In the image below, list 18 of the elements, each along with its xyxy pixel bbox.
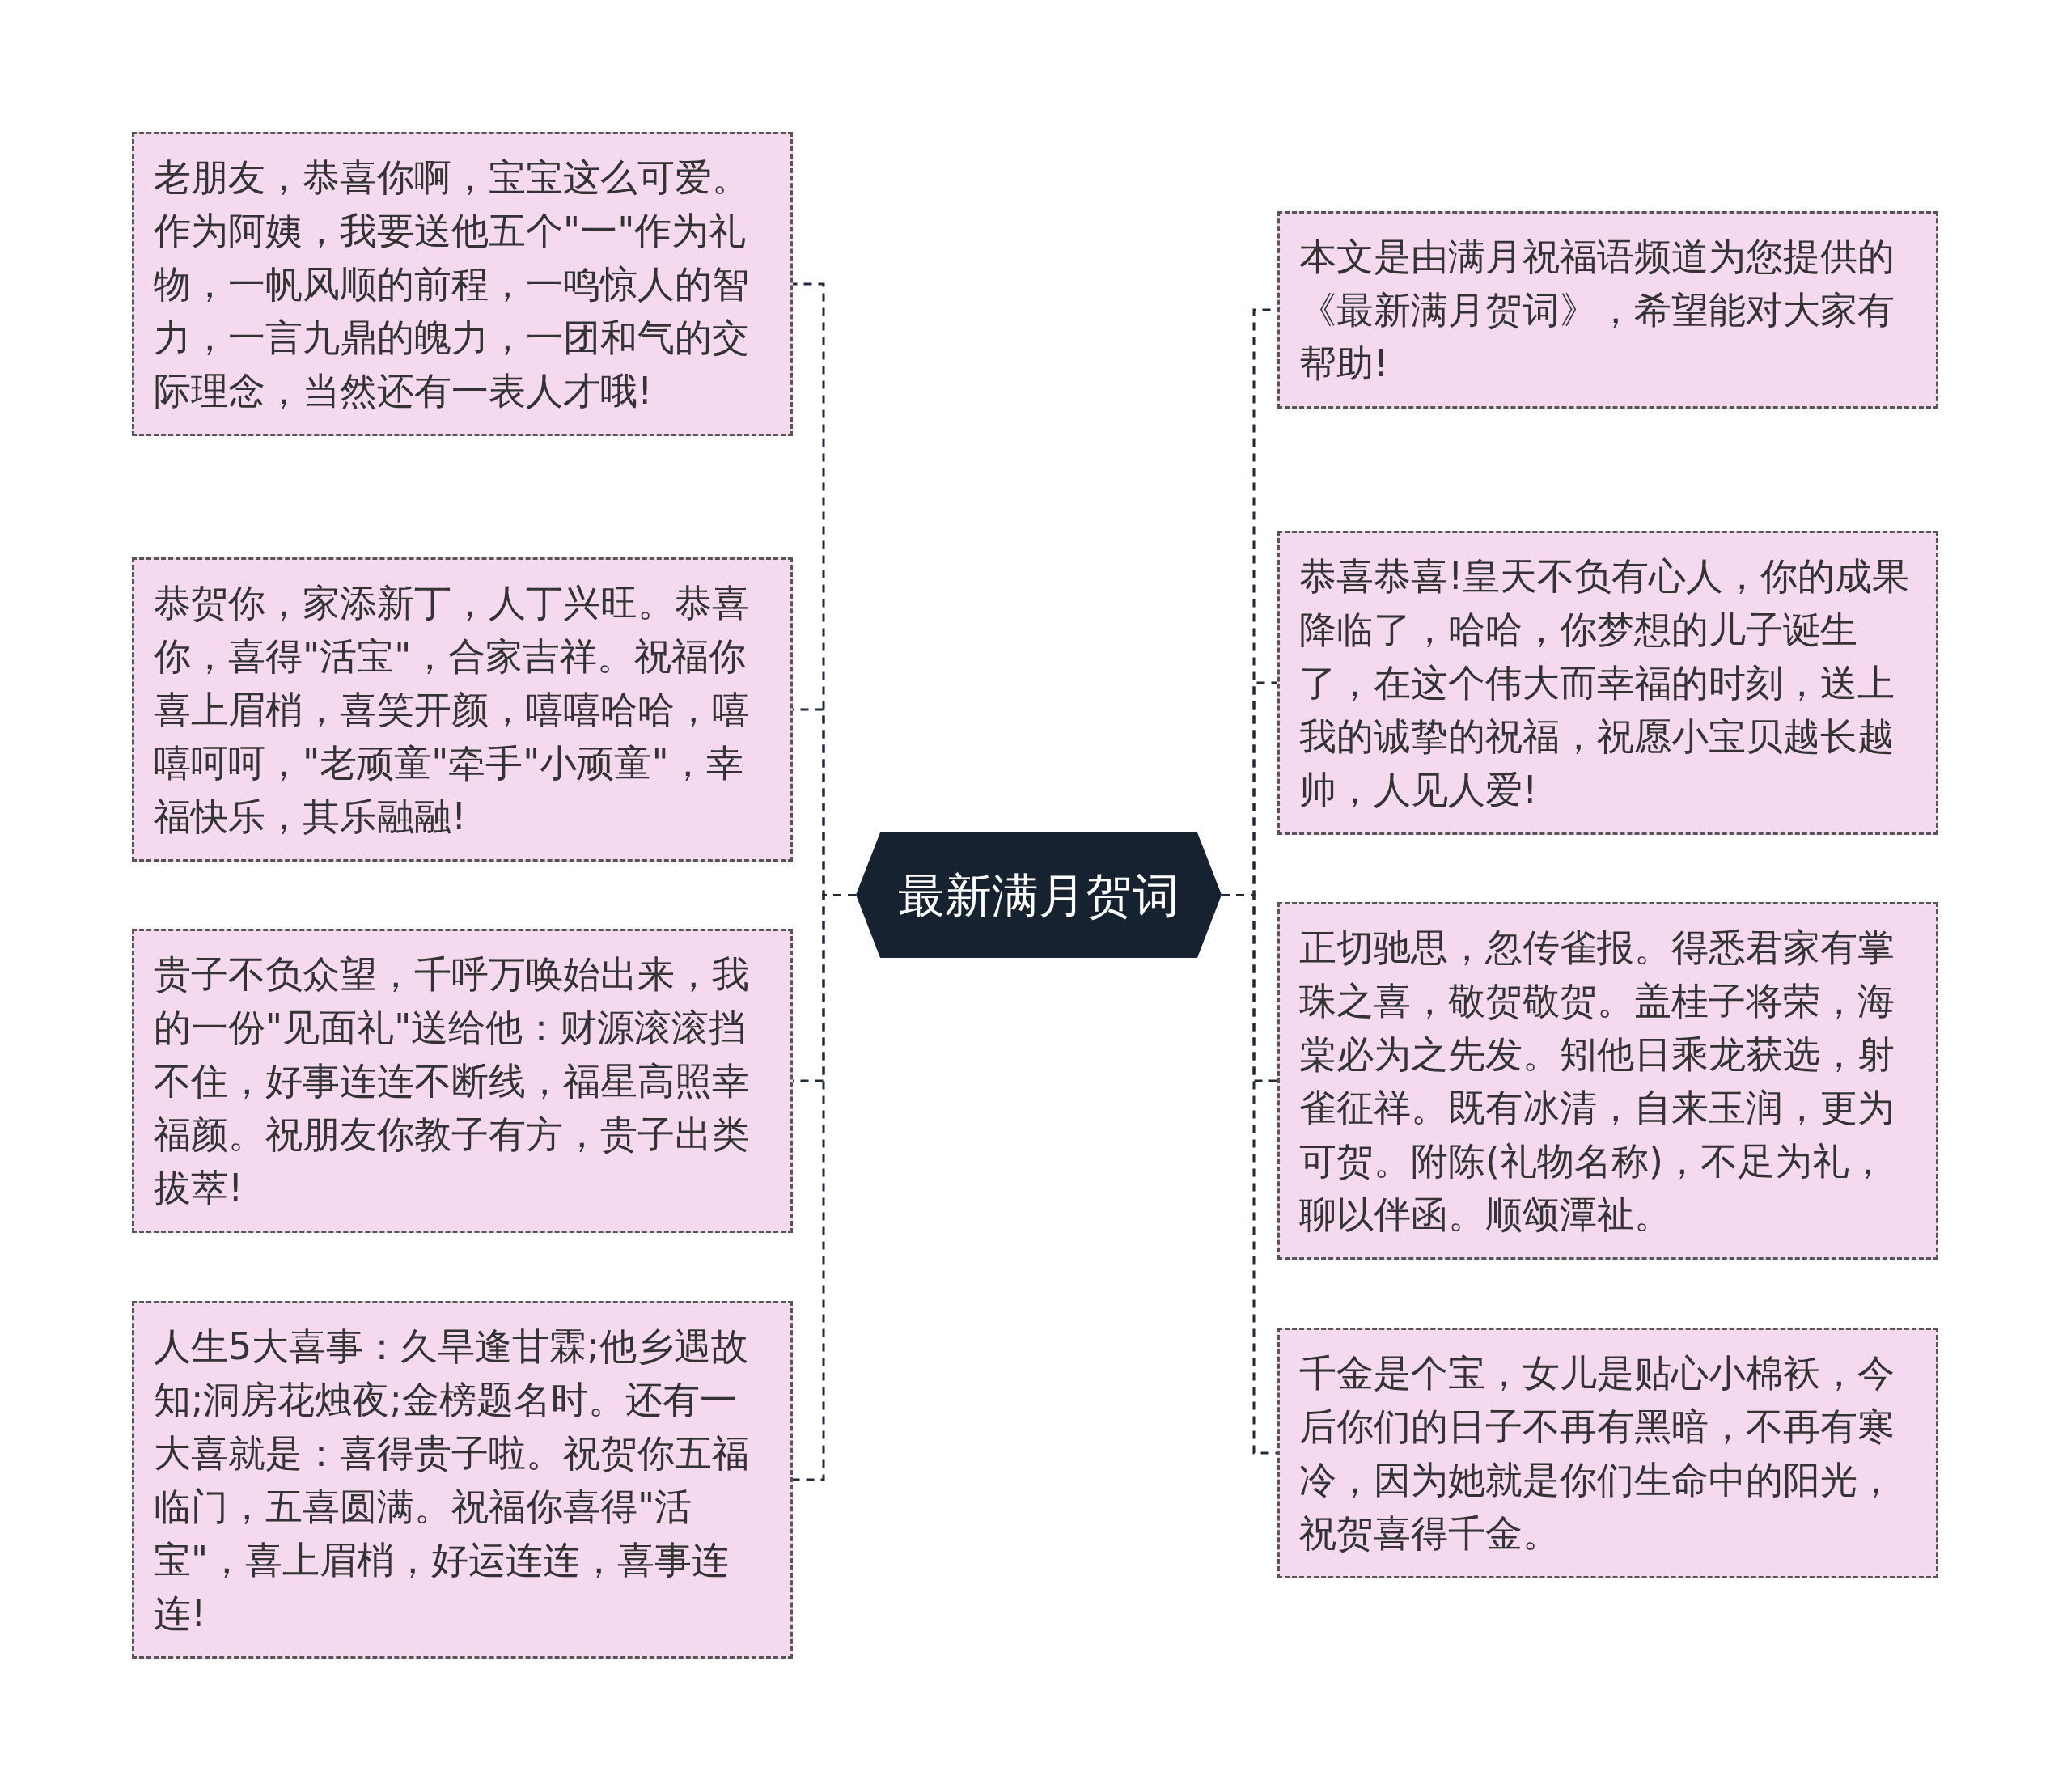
card-text: 老朋友，恭喜你啊，宝宝这么可爱。作为阿姨，我要送他五个"一"作为礼物，一帆风顺的前程，一鸣惊人的智力，一言九鼎的魄力，一团和气的交际理念，当然还有一表人才哦! bbox=[154, 155, 750, 414]
text-card bbox=[132, 1301, 793, 1659]
card-text: 千金是个宝，女儿是贴心小棉袄，今后你们的日子不再有黑暗，不再有寒冷，因为她就是你们生命中的阳光，祝贺喜得千金。 bbox=[1299, 1350, 1895, 1557]
text-card bbox=[1277, 1328, 1938, 1578]
text-card bbox=[1277, 902, 1938, 1260]
text-card bbox=[1277, 211, 1938, 409]
text-card bbox=[1277, 531, 1938, 835]
text-card bbox=[132, 929, 793, 1233]
card-text: 人生5大喜事：久旱逢甘霖;他乡遇故知;洞房花烛夜;金榜题名时。还有一大喜就是：喜得贵子啦。祝贺你五福临门，五喜圆满。祝福你喜得"活宝"，喜上眉梢，好运连连，喜事连连! bbox=[154, 1324, 750, 1637]
card-text: 恭贺你，家添新丁，人丁兴旺。恭喜你，喜得"活宝"，合家吉祥。祝福你喜上眉梢，喜笑开颜，嘻嘻哈哈，嘻嘻呵呵，"老顽童"牵手"小顽童"，幸福快乐，其乐融融! bbox=[154, 580, 750, 840]
card-text: 恭喜恭喜!皇天不负有心人，你的成果降临了，哈哈，你梦想的儿子诞生了，在这个伟大而幸福的时刻，送上我的诚挚的祝福，祝愿小宝贝越长越帅，人见人爱! bbox=[1299, 553, 1911, 813]
hexagon-node bbox=[856, 832, 1222, 958]
text-card bbox=[132, 557, 793, 862]
card-text: 正切驰思，忽传雀报。得悉君家有掌珠之喜，敬贺敬贺。盖桂子将荣，海棠必为之先发。矧他日乘龙获选，射雀征祥。既有冰清，自来玉润，更为可贺。附陈(礼物名称)，不足为礼，聊以伴函。顺颂潭祉。 bbox=[1299, 925, 1895, 1238]
card-text: 本文是由满月祝福语频道为您提供的《最新满月贺词》，希望能对大家有帮助! bbox=[1299, 234, 1895, 387]
text-card bbox=[132, 132, 793, 436]
hub-title: 最新满月贺词 bbox=[898, 871, 1179, 919]
card-text: 贵子不负众望，千呼万唤始出来，我的一份"见面礼"送给他：财源滚滚挡不住，好事连连不断线，福星高照幸福颜。祝朋友你教子有方，贵子出类拔萃! bbox=[154, 951, 750, 1211]
